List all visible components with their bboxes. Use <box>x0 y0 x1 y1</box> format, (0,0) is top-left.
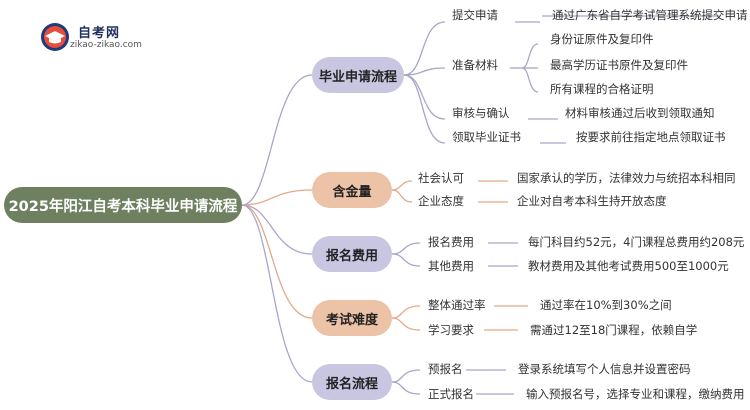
item-detail: 材料审核通过后收到领取通知 <box>565 106 715 120</box>
item-label: 领取毕业证书 <box>452 130 521 144</box>
branch-graduation-process: 毕业申请流程 <box>312 57 404 93</box>
graduation-cap-icon <box>41 23 69 51</box>
branch-registration: 报名流程 <box>312 364 392 400</box>
item-label: 预报名 <box>428 362 463 376</box>
item-label: 企业态度 <box>418 194 464 208</box>
item-label: 审核与确认 <box>452 106 510 120</box>
item-detail: 通过广东省自学考试管理系统提交申请 <box>552 8 748 22</box>
item-detail: 身份证原件及复印件 <box>550 32 654 46</box>
item-label: 学习要求 <box>428 323 474 337</box>
item-detail: 每门科目约52元，4门课程总费用约208元 <box>528 235 745 249</box>
item-label: 整体通过率 <box>428 298 486 312</box>
item-label: 提交申请 <box>452 8 498 22</box>
logo-title: 自考网 <box>78 26 121 41</box>
logo-subtitle: zikao-zikao.com <box>70 40 142 50</box>
item-label: 社会认可 <box>418 171 464 185</box>
item-detail: 通过率在10%到30%之间 <box>540 298 672 312</box>
branch-value: 含金量 <box>312 172 392 208</box>
branch-difficulty: 考试难度 <box>312 300 392 336</box>
item-detail: 所有课程的合格证明 <box>550 82 654 96</box>
item-detail: 教材费用及其他考试费用500至1000元 <box>528 259 729 273</box>
item-label: 准备材料 <box>452 58 498 72</box>
item-detail: 登录系统填写个人信息并设置密码 <box>518 362 691 376</box>
item-detail: 输入预报名号，选择专业和课程，缴纳费用 <box>526 387 745 401</box>
item-label: 报名费用 <box>428 235 474 249</box>
item-detail: 按要求前往指定地点领取证书 <box>576 130 726 144</box>
item-label: 其他费用 <box>428 259 474 273</box>
root-node: 2025年阳江自考本科毕业申请流程 <box>4 187 242 223</box>
item-label: 正式报名 <box>428 387 474 401</box>
item-detail: 最高学历证书原件及复印件 <box>550 58 688 72</box>
branch-fees: 报名费用 <box>312 236 392 272</box>
item-detail: 国家承认的学历，法律效力与统招本科相同 <box>517 171 736 185</box>
logo: 自考网 zikao-zikao.com <box>40 22 180 56</box>
item-detail: 企业对自考本科生持开放态度 <box>517 194 667 208</box>
item-detail: 需通过12至18门课程，依赖自学 <box>530 323 698 337</box>
